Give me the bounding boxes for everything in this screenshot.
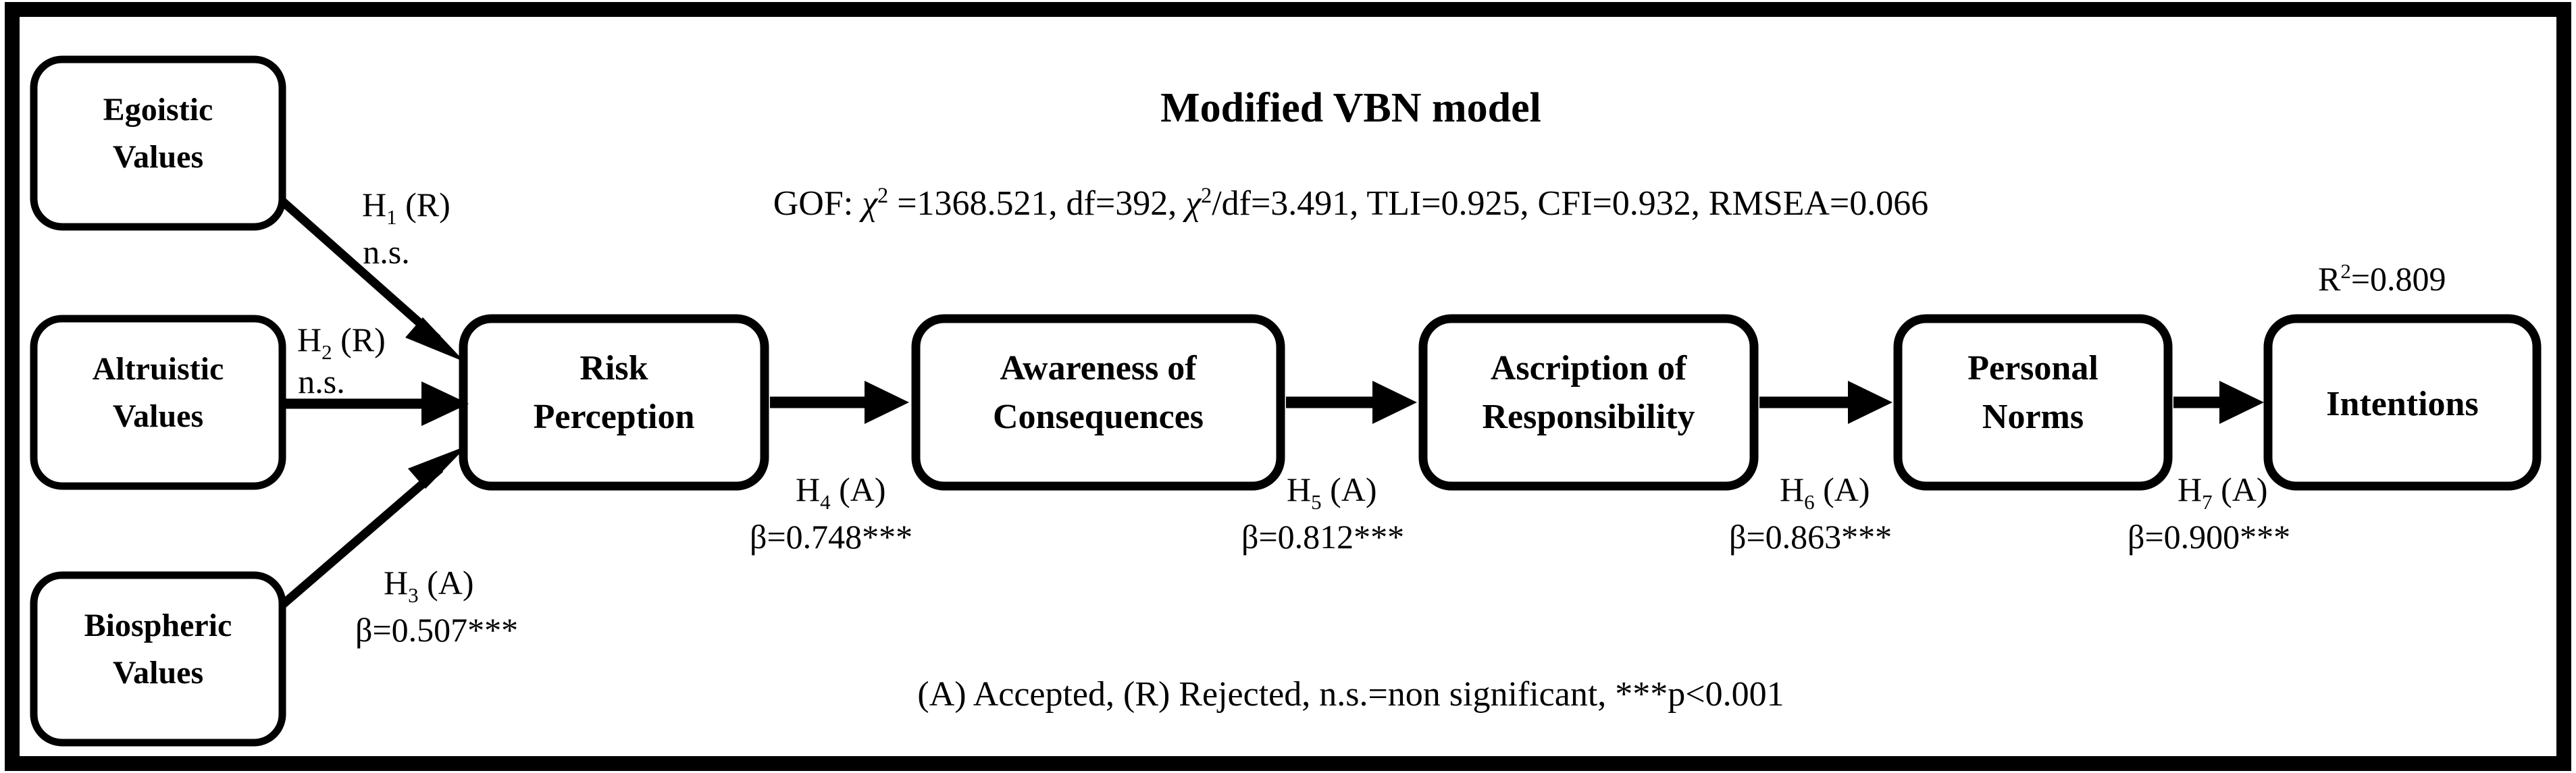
- node-biospheric[interactable]: Biospheric Values: [30, 571, 286, 747]
- node-personal-norms[interactable]: Personal Norms: [1893, 314, 2173, 491]
- path-label-h5: H5 (A) β=0.812***: [1241, 471, 1404, 556]
- node-label-line1: Intentions: [2326, 385, 2478, 423]
- h7-hypothesis: H7 (A): [2178, 471, 2268, 514]
- arrow-head: [2219, 381, 2264, 424]
- h3-stat: β=0.507***: [355, 611, 518, 649]
- arrow-head: [408, 446, 467, 489]
- r-squared-label: R2=0.809: [2318, 259, 2446, 298]
- node-box: [2263, 314, 2542, 491]
- node-label-line2: Values: [113, 655, 203, 691]
- h2-hypothesis: H2 (R): [297, 321, 386, 364]
- h3-hypothesis: H3 (A): [384, 564, 474, 607]
- arrow-h3: [279, 446, 467, 608]
- node-label-line2: Values: [113, 139, 203, 175]
- h5-stat: β=0.812***: [1241, 518, 1404, 556]
- node-label-line1: Biospheric: [84, 608, 232, 643]
- path-label-h6: H6 (A) β=0.863***: [1729, 471, 1892, 556]
- node-label-line1: Awareness of: [1000, 349, 1197, 388]
- h4-hypothesis: H4 (A): [796, 471, 886, 514]
- arrow-head: [405, 317, 465, 362]
- node-box: [911, 314, 1285, 491]
- arrow-head: [421, 381, 469, 426]
- h2-stat: n.s.: [298, 363, 344, 400]
- node-risk-perception[interactable]: Risk Perception: [459, 314, 769, 491]
- h6-hypothesis: H6 (A): [1780, 471, 1870, 514]
- arrow-h2: [282, 381, 469, 426]
- node-box: [1418, 314, 1759, 491]
- node-ascription-of-responsibility[interactable]: Ascription of Responsibility: [1418, 314, 1759, 491]
- arrow-h6: [1759, 381, 1892, 424]
- node-label-line2: Perception: [534, 398, 695, 436]
- arrow-head: [865, 381, 909, 424]
- arrow-line: [279, 198, 441, 342]
- node-box: [30, 55, 286, 231]
- arrow-h7: [2173, 381, 2264, 424]
- arrow-head: [1372, 381, 1417, 424]
- h6-stat: β=0.863***: [1729, 518, 1892, 556]
- node-label-line2: Responsibility: [1483, 398, 1695, 436]
- node-label-line1: Personal: [1967, 349, 2098, 388]
- node-egoistic[interactable]: Egoistic Values: [30, 55, 286, 231]
- path-label-h2: H2 (R) n.s.: [297, 321, 386, 400]
- node-box: [1893, 314, 2173, 491]
- gof-statistics: GOF: χ2 =1368.521, df=392, χ2/df=3.491, …: [773, 183, 1929, 223]
- h1-stat: n.s.: [363, 233, 409, 271]
- arrow-line: [279, 465, 444, 608]
- diagram-title: Modified VBN model: [1160, 85, 1541, 131]
- node-label-line1: Risk: [579, 349, 648, 388]
- h1-hypothesis: H1 (R): [362, 186, 450, 229]
- path-label-h3: H3 (A) β=0.507***: [355, 564, 518, 649]
- node-label-line1: Egoistic: [103, 92, 213, 128]
- h4-stat: β=0.748***: [750, 518, 912, 556]
- arrow-h1: [279, 198, 465, 362]
- path-label-h1: H1 (R) n.s.: [362, 186, 450, 271]
- legend-footnote: (A) Accepted, (R) Rejected, n.s.=non sig…: [917, 675, 1784, 714]
- arrow-head: [1848, 381, 1892, 424]
- node-awareness-of-consequences[interactable]: Awareness of Consequences: [911, 314, 1285, 491]
- arrow-h4: [770, 381, 909, 424]
- node-box: [30, 571, 286, 747]
- node-label-line1: Altruistic: [93, 351, 224, 387]
- path-label-h4: H4 (A) β=0.748***: [750, 471, 912, 556]
- h7-stat: β=0.900***: [2128, 518, 2290, 556]
- node-altruistic[interactable]: Altruistic Values: [30, 315, 286, 490]
- node-intentions[interactable]: Intentions: [2263, 314, 2542, 491]
- node-label-line2: Consequences: [993, 398, 1204, 436]
- node-label-line2: Norms: [1982, 398, 2084, 436]
- node-label-line2: Values: [113, 398, 203, 434]
- path-label-h7: H7 (A) β=0.900***: [2128, 471, 2290, 556]
- node-label-line1: Ascription of: [1491, 349, 1687, 388]
- arrow-h5: [1286, 381, 1417, 424]
- h5-hypothesis: H5 (A): [1287, 471, 1377, 514]
